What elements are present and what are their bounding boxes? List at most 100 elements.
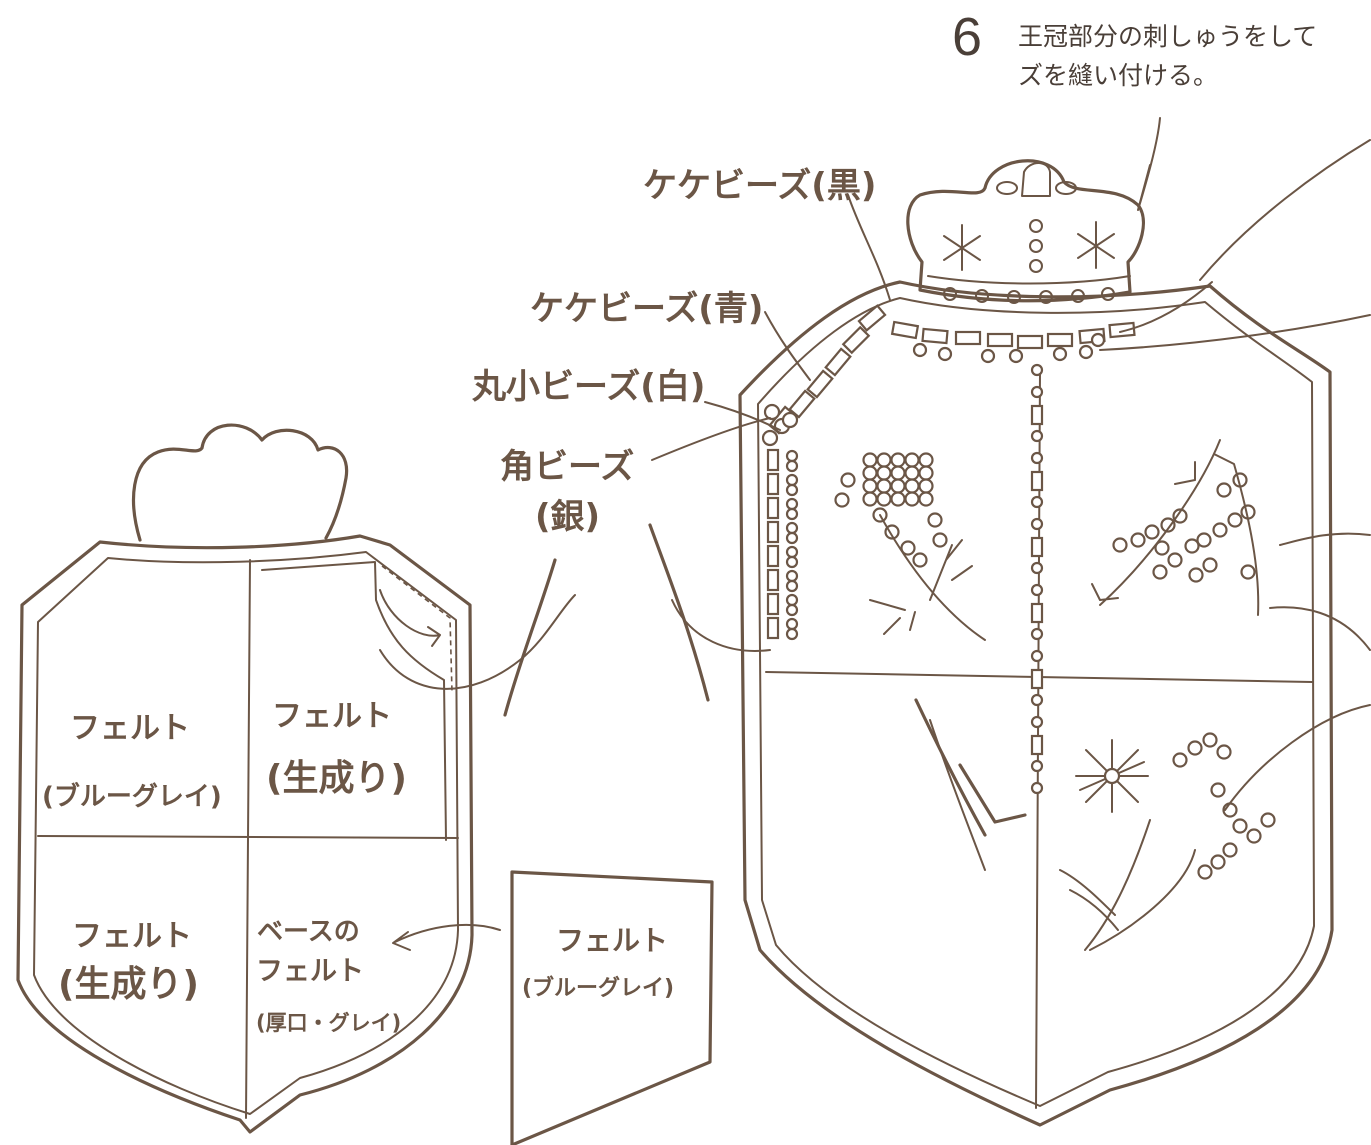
crown-right-jewel (1055, 181, 1077, 195)
round-bead (904, 452, 920, 468)
square-bead (766, 496, 780, 520)
round-bead (785, 569, 799, 583)
round-bead (785, 459, 799, 473)
round-bead (918, 465, 934, 481)
left-q2-line1: フェルト (272, 699, 392, 734)
bead-trim (768, 304, 1136, 435)
square-bead (766, 544, 780, 568)
round-bead (785, 617, 799, 631)
round-bead (1030, 561, 1044, 575)
bead-column (1030, 363, 1044, 795)
round-bead (1030, 363, 1044, 377)
label-keke-black: ケケビーズ(黒) (643, 166, 876, 206)
round-bead (1246, 828, 1262, 844)
right-labels: ケケビーズ(黒) ケケビーズ(青) 丸小ビーズ(白) 角ビーズ (銀) (471, 166, 876, 537)
square-bead (1016, 334, 1044, 350)
crown-left-star-icon (943, 224, 981, 271)
label-kaku-line2: (銀) (535, 497, 600, 537)
separate-piece-line2: (ブルーグレイ) (522, 975, 674, 1001)
round-bead (785, 531, 799, 545)
crown-dot (1029, 259, 1043, 273)
round-bead (1172, 508, 1188, 524)
round-bead (1030, 649, 1044, 663)
crown-right-star-icon (1077, 221, 1115, 269)
round-bead (1172, 752, 1188, 768)
square-bead (1030, 734, 1044, 756)
step-instruction-line2: ズを縫い付ける。 (1018, 60, 1219, 90)
square-bead (841, 325, 871, 355)
left-q3-line2: (生成り) (58, 964, 199, 1005)
round-bead (781, 411, 799, 429)
round-bead (1030, 385, 1044, 399)
square-bead (1030, 536, 1044, 558)
round-bead (1078, 344, 1094, 360)
round-bead (1030, 715, 1044, 729)
left-q2-line2: (生成り) (266, 758, 407, 799)
round-bead (785, 449, 799, 463)
crown-dot (1029, 239, 1043, 253)
round-bead (785, 627, 799, 641)
round-bead (1052, 346, 1068, 362)
square-bead (766, 616, 780, 640)
crown-band-line (927, 275, 1131, 285)
round-bead (890, 478, 906, 494)
round-bead (1030, 495, 1044, 509)
round-bead (840, 472, 856, 488)
left-shield (16, 423, 714, 1145)
left-shield-outer (16, 534, 474, 1134)
round-bead (1202, 557, 1218, 573)
square-bead (986, 332, 1014, 348)
round-bead (785, 497, 799, 511)
round-bead (1210, 782, 1226, 798)
round-bead (1227, 512, 1243, 528)
left-q1-line2: (ブルーグレイ) (42, 781, 222, 812)
left-shield-inner (33, 551, 459, 1115)
left-fold-line (381, 565, 453, 693)
right-needle-icon (914, 698, 1027, 837)
round-bead (980, 348, 996, 364)
right-crown (906, 159, 1146, 303)
round-bead (1240, 564, 1256, 580)
round-bead (785, 483, 799, 497)
left-quadrant-overlay (261, 561, 447, 841)
round-bead (876, 478, 892, 494)
round-bead (785, 521, 799, 535)
separate-piece-line1: フェルト (556, 924, 668, 957)
round-bead (1030, 781, 1044, 795)
round-bead (862, 452, 878, 468)
round-bead (1232, 818, 1248, 834)
left-crown-felt (131, 423, 349, 542)
round-bead (904, 465, 920, 481)
crown-left-jewel (996, 181, 1018, 195)
step-number: 6 (952, 7, 983, 67)
round-bead (1196, 532, 1212, 548)
square-bead (890, 320, 920, 340)
round-bead (937, 346, 953, 362)
left-labels: フェルト (ブルーグレイ) フェルト (生成り) フェルト (生成り) ベースの… (42, 699, 674, 1035)
round-bead (1030, 451, 1044, 465)
left-q3-line1: フェルト (72, 919, 192, 954)
side-bead-column (761, 403, 799, 641)
round-bead (761, 429, 779, 447)
leader-lines (651, 117, 1371, 811)
left-separate-felt-piece (510, 870, 714, 1145)
label-kaku-line1: 角ビーズ (500, 447, 634, 487)
square-bead (1030, 668, 1044, 690)
round-bead (1184, 538, 1200, 554)
round-bead (1130, 532, 1146, 548)
round-bead (1030, 517, 1044, 531)
round-bead (1160, 517, 1176, 533)
right-shield (738, 159, 1334, 1127)
left-base-arrow (392, 923, 501, 951)
left-divider-vertical (245, 559, 251, 1119)
round-bead (785, 545, 799, 559)
left-needle-icon (503, 558, 557, 717)
left-q1-line1: フェルト (70, 711, 190, 746)
label-maru-white: 丸小ビーズ(白) (471, 367, 705, 407)
round-bead (876, 465, 892, 481)
round-bead (1260, 812, 1276, 828)
square-bead (921, 327, 949, 345)
round-bead (862, 491, 878, 507)
